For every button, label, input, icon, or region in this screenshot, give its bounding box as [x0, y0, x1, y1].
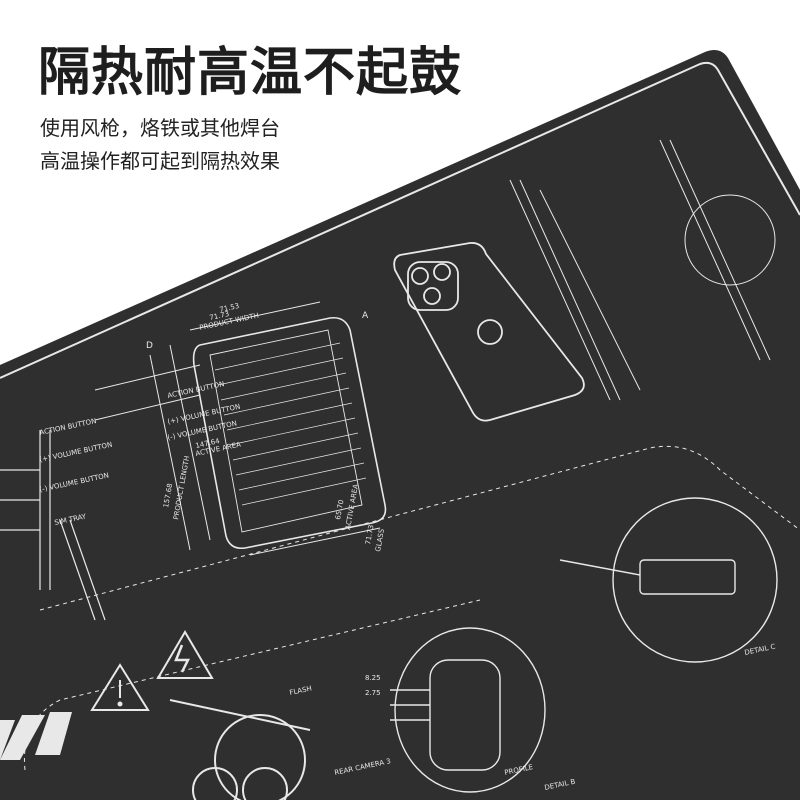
- label-2-75: 2.75: [365, 689, 381, 697]
- left-side-drawing: [0, 430, 106, 621]
- dashed-work-area: [39, 445, 800, 611]
- warning-icons: [90, 630, 214, 711]
- label-71-73-glass: 71.73: [364, 524, 375, 545]
- label-glass: GLASS: [374, 528, 386, 553]
- description: 使用风枪，烙铁或其他焊台 高温操作都可起到隔热效果: [40, 112, 280, 178]
- label-a: A: [362, 311, 369, 321]
- warning-icon: [90, 663, 150, 711]
- electric-warning-icon: [156, 630, 214, 679]
- description-line-2: 高温操作都可起到隔热效果: [40, 149, 280, 173]
- detail-circle-b: [390, 627, 546, 793]
- detail-circle-c: [559, 497, 778, 663]
- mat-border: [0, 61, 800, 379]
- phone-front-wireframe: [192, 316, 387, 550]
- label-71-73: 71.73: [209, 310, 230, 322]
- headline: 隔热耐高温不起鼓: [38, 43, 463, 103]
- mat-surface: [0, 50, 800, 800]
- phone-rear-wireframe: [393, 242, 585, 422]
- label-8-25: 8.25: [365, 674, 381, 682]
- label-d: D: [146, 341, 153, 351]
- camera-detail: [169, 699, 311, 804]
- label-71-53: 71.53: [219, 302, 240, 314]
- brand-logo: [0, 712, 72, 760]
- label-65-70: 65.70: [334, 499, 345, 520]
- description-line-1: 使用风枪，烙铁或其他焊台: [40, 116, 280, 140]
- dimension-lines-left: [94, 301, 381, 556]
- phone-side-profile: [509, 139, 776, 401]
